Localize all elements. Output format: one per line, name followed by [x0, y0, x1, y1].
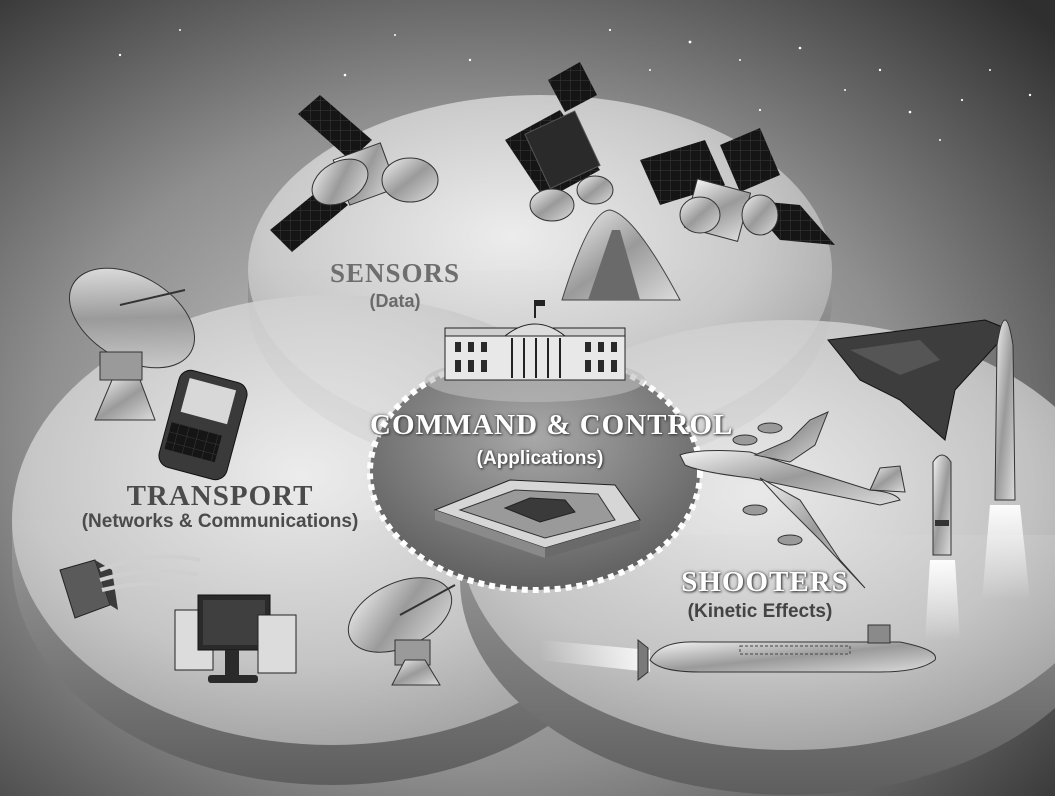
stealth-bomber-icon [827, 319, 1011, 441]
pentagon-icon [433, 479, 641, 558]
satellite-icon [270, 95, 439, 252]
missile-icon [925, 454, 960, 640]
satellite-dish-icon [347, 577, 456, 686]
smartphone-icon [158, 369, 248, 481]
sensors-subtitle: (Data) [369, 291, 421, 311]
command-control-title: COMMAND & CONTROL [370, 409, 734, 441]
satellite-dish-icon [68, 267, 196, 421]
shooters-subtitle: (Kinetic Effects) [687, 601, 833, 622]
transport-subtitle: (Networks & Communications) [81, 511, 359, 532]
white-house-icon [444, 300, 626, 381]
command-control-hub [367, 351, 703, 593]
computer-workstation-icon [174, 594, 297, 683]
submarine-icon [540, 624, 937, 682]
shooters-title: SHOOTERS [681, 566, 849, 598]
missile-icon [982, 319, 1030, 600]
fiber-optic-cable-icon [59, 554, 201, 619]
bomber-aircraft-icon [679, 411, 906, 589]
command-control-subtitle: (Applications) [476, 448, 604, 469]
transport-title: TRANSPORT [126, 480, 314, 512]
satellite-icon [505, 62, 614, 222]
space-launch-vehicle-icon [561, 209, 681, 301]
sensors-title: SENSORS [329, 258, 461, 288]
stars [118, 28, 1032, 141]
satellite-icon [640, 128, 835, 245]
